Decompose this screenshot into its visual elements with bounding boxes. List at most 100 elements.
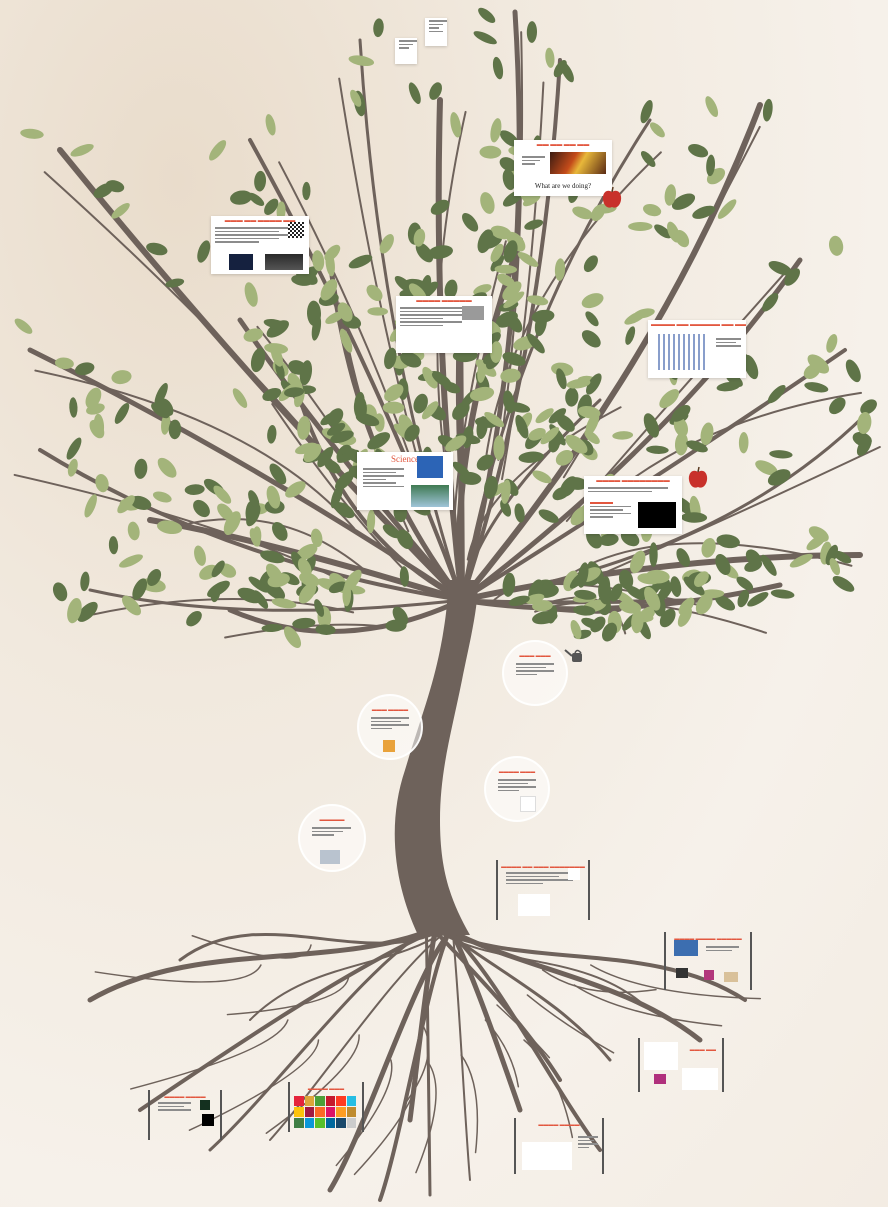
leaf: [480, 192, 495, 214]
leaf: [292, 617, 316, 629]
leaf: [501, 479, 511, 504]
bracket-frame-center[interactable]: ▬▬▬▬ ▬▬ ▬▬▬ ▬▬▬▬▬▬▬: [496, 860, 590, 920]
leaf: [693, 571, 709, 587]
frame-center-upper[interactable]: ▬▬▬▬ ▬▬▬▬▬: [396, 296, 492, 353]
frame-right-chart[interactable]: ▬▬▬▬ ▬▬ ▬▬▬▬▬ ▬▬ ▬▬▬▬: [648, 320, 746, 378]
leaf: [681, 512, 708, 523]
leaf: [770, 589, 795, 599]
frame-right-lower[interactable]: ▬▬▬▬ ▬▬▬▬▬▬▬▬: [584, 476, 682, 534]
leaf: [492, 56, 504, 80]
leaf: [291, 274, 313, 286]
leaf: [828, 235, 844, 256]
leaf: [643, 203, 662, 217]
leaf: [555, 449, 574, 466]
branch: [298, 398, 464, 602]
frame-top-left-small[interactable]: [395, 38, 417, 64]
bracket-frame-bottom-left[interactable]: ▬▬▬▬ ▬▬▬▬: [148, 1090, 222, 1140]
leaf: [367, 432, 391, 450]
leaf: [649, 122, 665, 138]
rootlet: [415, 1061, 437, 1174]
leaf: [20, 128, 44, 139]
branch: [227, 597, 465, 634]
leaf: [197, 240, 211, 263]
science-image-blue: [417, 456, 443, 478]
leaf: [366, 509, 376, 534]
leaf: [598, 579, 612, 605]
leaf: [450, 112, 462, 138]
sdg-tile: [346, 1096, 356, 1106]
leaf: [85, 387, 102, 409]
leaf: [264, 343, 289, 354]
rootlet: [226, 974, 350, 1016]
sdg-tile: [315, 1096, 325, 1106]
circle-frame-left-mid[interactable]: ▬▬▬ ▬▬▬▬: [357, 694, 423, 760]
leaf: [267, 573, 290, 588]
sdg-tile: [294, 1118, 304, 1128]
leaf: [649, 542, 658, 567]
leaf: [193, 499, 210, 518]
leaf: [266, 485, 281, 509]
leaf: [211, 560, 225, 578]
leaf: [845, 359, 861, 383]
frame-news[interactable]: ▬▬ ▬▬ ▬▬ ▬▬ What are we doing?: [514, 140, 612, 196]
leaf: [484, 411, 505, 428]
frame-left-upper[interactable]: ▬▬▬ ▬▬ ▬▬▬▬ ▬▬: [211, 216, 309, 274]
leaf: [108, 536, 119, 555]
leaf: [121, 595, 142, 616]
qr-code: [288, 222, 304, 238]
leaf: [326, 422, 346, 436]
rootlet: [335, 1059, 393, 1167]
apple-icon: [688, 466, 708, 488]
leaf: [829, 558, 841, 576]
leaf: [429, 82, 442, 100]
leaf: [789, 553, 813, 568]
leaf: [490, 341, 503, 363]
leaf: [581, 330, 601, 348]
frame-science[interactable]: Science: [357, 452, 453, 510]
frame-top-small[interactable]: [425, 18, 447, 46]
leaf: [574, 589, 597, 600]
circle-frame-watering[interactable]: ▬▬▬ ▬▬▬: [502, 640, 568, 706]
circle-frame-right-mid[interactable]: ▬▬▬▬ ▬▬▬: [484, 756, 550, 822]
leaf: [462, 425, 474, 449]
bracket-frame-right[interactable]: ▬▬▬▬ ▬▬▬▬ ▬▬▬▬▬: [664, 932, 752, 990]
leaf: [686, 440, 708, 453]
leaf: [157, 457, 177, 478]
leaf: [497, 273, 515, 287]
leaf: [248, 576, 269, 593]
sdg-tile: [346, 1118, 356, 1128]
leaf: [209, 140, 227, 161]
leaf: [324, 459, 341, 474]
leaf: [659, 389, 680, 409]
leaf: [705, 96, 719, 118]
leaf: [342, 583, 352, 607]
leaf: [75, 362, 95, 376]
leaf: [66, 437, 82, 460]
leaf: [633, 308, 655, 319]
leaf: [506, 402, 531, 413]
root: [407, 927, 438, 1123]
leaf: [769, 450, 793, 459]
leaf: [297, 557, 312, 578]
leaf: [462, 212, 479, 232]
bracket-frame-bottom-center[interactable]: ▬▬▬▬ ▬▬▬▬: [514, 1118, 604, 1174]
sdg-tile: [294, 1107, 304, 1117]
leaf: [444, 279, 458, 299]
leaf: [244, 282, 258, 307]
leaf: [302, 181, 311, 201]
leaf: [69, 397, 78, 418]
frame-title: ▬▬ ▬▬ ▬▬ ▬▬: [536, 142, 590, 148]
leaf: [534, 311, 547, 337]
leaf: [111, 202, 130, 219]
bracket-frame-right-low[interactable]: ▬▬▬ ▬▬: [638, 1038, 724, 1092]
circle-frame-left-low[interactable]: ▬▬▬▬▬: [298, 804, 366, 872]
leaf: [52, 582, 68, 602]
leaf: [117, 495, 135, 514]
leaf: [767, 384, 786, 404]
leaf: [738, 432, 749, 454]
leaf: [502, 352, 526, 366]
bracket-frame-sdg[interactable]: ▬▬▬▬ ▬▬▬: [288, 1082, 364, 1132]
leaf: [565, 434, 588, 454]
leaf: [476, 454, 494, 471]
tree-trunk: [394, 580, 478, 935]
